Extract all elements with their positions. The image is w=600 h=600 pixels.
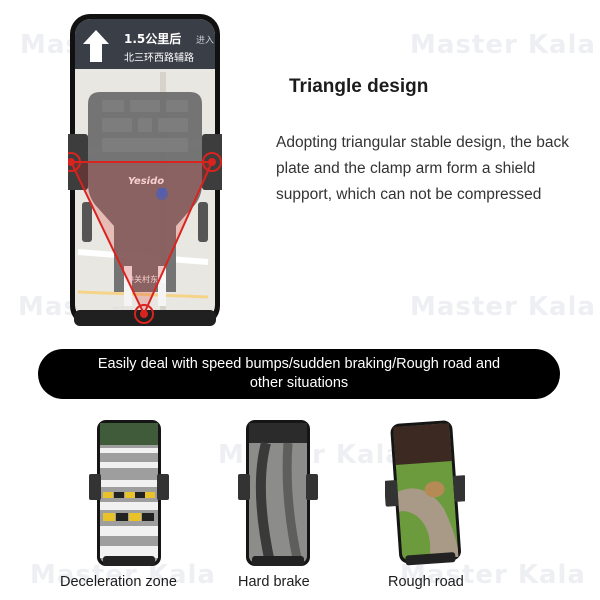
road-label-secondary: 中关村 (112, 305, 133, 314)
support-triangle (69, 161, 214, 317)
holder-texture (102, 100, 188, 152)
road-label: 中关村东路 (126, 274, 166, 284)
watermark: Master Kala (410, 30, 596, 60)
deceleration-zone-image (89, 420, 169, 566)
holder-brand-logo: Yesido (128, 176, 164, 187)
scenario-label: Deceleration zone (60, 574, 177, 590)
scenario-label: Hard brake (238, 574, 310, 590)
rough-road-image (385, 420, 465, 566)
nav-distance: 1.5公里后 (124, 31, 181, 46)
situations-banner: Easily deal with speed bumps/sudden brak… (38, 349, 560, 399)
banner-line-1: Easily deal with speed bumps/sudden brak… (97, 356, 501, 372)
nav-street: 北三环西路辅路 (124, 51, 194, 64)
feature-title: Triangle design (289, 76, 429, 97)
scenario-label: Rough road (388, 574, 464, 590)
watermark: Master Kala (410, 292, 596, 322)
banner-line-2: other situations (249, 375, 349, 391)
watermark: Master Kala (400, 560, 586, 590)
support-point (68, 152, 222, 324)
phone-in-holder-image: 1.5公里后 进入 北三环西路辅路 Yesido 中关村东路 中关村 (68, 14, 222, 326)
feature-description: Adopting triangular stable design, the b… (276, 134, 569, 203)
arrow-up-icon (83, 30, 109, 62)
hard-brake-image (238, 420, 318, 566)
nav-action: 进入 (196, 35, 214, 46)
holder-bottom-bar (74, 310, 216, 326)
